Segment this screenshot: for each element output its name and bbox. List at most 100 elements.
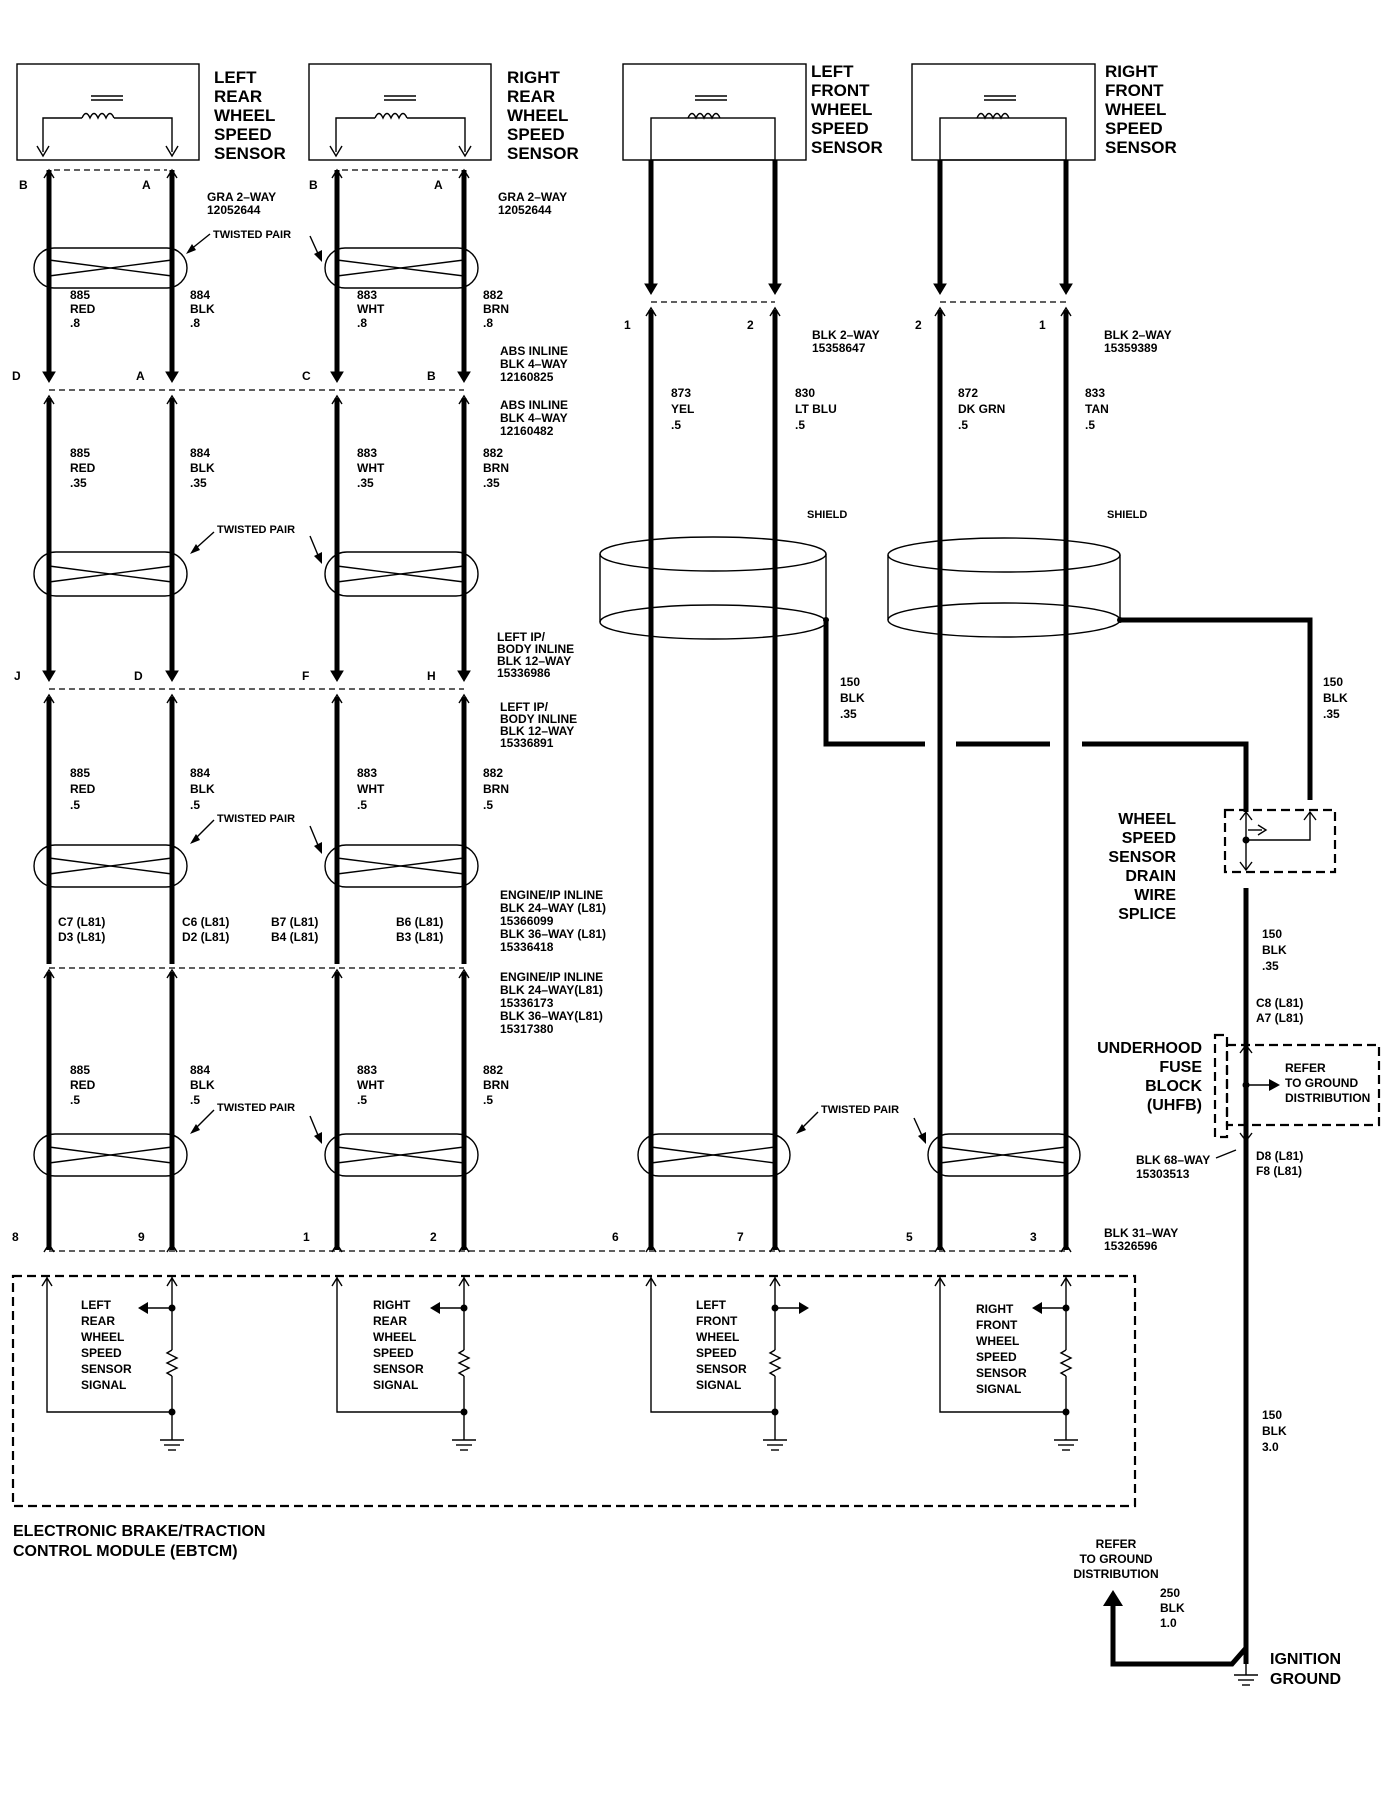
splice-label: DRAIN xyxy=(1125,868,1176,885)
signal-label: WHEEL xyxy=(696,1330,739,1344)
wire-label: BRN xyxy=(483,782,509,796)
pin-label: 8 xyxy=(12,1230,19,1244)
signal-label: REAR xyxy=(81,1314,115,1328)
uhfb-label: FUSE xyxy=(1159,1059,1202,1076)
connector-label: BLK 2–WAY xyxy=(1104,328,1172,342)
wire-label: BRN xyxy=(483,302,509,316)
shield-label: SHIELD xyxy=(807,509,847,521)
wire-label: 884 xyxy=(190,446,210,460)
connector-label: 15336891 xyxy=(500,736,554,750)
sensor-lf-line: WHEEL xyxy=(811,100,872,119)
wire-label: BLK xyxy=(1262,1424,1287,1438)
connector-label: BLK 12–WAY xyxy=(500,724,574,738)
refer-ground-lower: DISTRIBUTION xyxy=(1073,1567,1158,1581)
wire-label: BLK xyxy=(1262,943,1287,957)
connector-label: ABS INLINE xyxy=(500,398,568,412)
splice-label: SPEED xyxy=(1122,830,1176,847)
signal-label: SPEED xyxy=(696,1346,737,1360)
signal-label: SIGNAL xyxy=(81,1378,126,1392)
sensor-left-rear: LEFT REAR WHEEL SPEED SENSOR xyxy=(16,63,286,163)
wire-label: .8 xyxy=(357,316,367,330)
splice-label: WIRE xyxy=(1134,887,1176,904)
connector-label: 12160482 xyxy=(500,424,554,438)
signal-label: RIGHT xyxy=(976,1302,1014,1316)
wire-label: BLK xyxy=(190,782,215,796)
wire-label: RED xyxy=(70,1078,96,1092)
pin-label: 9 xyxy=(138,1230,145,1244)
wire-label: .8 xyxy=(483,316,493,330)
pin-label: D xyxy=(134,669,143,683)
shield-label: SHIELD xyxy=(1107,509,1147,521)
connector-label: 12160825 xyxy=(500,370,554,384)
connector-label: BLK 36–WAY(L81) xyxy=(500,1009,603,1023)
uhfb-pin: C8 (L81) xyxy=(1256,996,1303,1010)
pin-label: 2 xyxy=(915,318,922,332)
twisted-pair-front: TWISTED PAIR xyxy=(637,1104,1081,1177)
sensor-rf-line: WHEEL xyxy=(1105,100,1166,119)
uhfb-label: UNDERHOOD xyxy=(1097,1040,1202,1057)
signal-label: WHEEL xyxy=(976,1334,1019,1348)
drain-wire-splice: WHEEL SPEED SENSOR DRAIN WIRE SPLICE xyxy=(1108,808,1337,923)
wire-label: 3.0 xyxy=(1262,1440,1279,1454)
wire-label: .5 xyxy=(483,1093,493,1107)
sensor-lr-line: SPEED xyxy=(214,125,272,144)
pin-label: C6 (L81) xyxy=(182,915,229,929)
signal-label: WHEEL xyxy=(373,1330,416,1344)
sensor-rr-line: REAR xyxy=(507,87,555,106)
pin-label: 1 xyxy=(1039,318,1046,332)
connector-label: BLK 4–WAY xyxy=(500,357,568,371)
wire-label: LT BLU xyxy=(795,402,837,416)
pin-label: D3 (L81) xyxy=(58,930,105,944)
wire-label: 884 xyxy=(190,288,210,302)
wire-label: 885 xyxy=(70,1063,90,1077)
uhfb-pin: A7 (L81) xyxy=(1256,1011,1303,1025)
pin-label: F xyxy=(302,669,309,683)
uhfb-refer: TO GROUND xyxy=(1285,1076,1358,1090)
wire-label: 150 xyxy=(840,675,860,689)
shield-right: SHIELD xyxy=(887,509,1147,638)
pin-label: 7 xyxy=(737,1230,744,1244)
connector-label: 15358647 xyxy=(812,341,866,355)
twisted-pair-rear-3: TWISTED PAIR xyxy=(33,813,479,888)
connector-dashes xyxy=(49,169,1066,1252)
wire-label: RED xyxy=(70,461,96,475)
wire-label: 150 xyxy=(1262,927,1282,941)
uhfb-pin: D8 (L81) xyxy=(1256,1149,1303,1163)
connector-label: 15366099 xyxy=(500,914,554,928)
wire-label: .35 xyxy=(483,476,500,490)
connector-label: GRA 2–WAY xyxy=(498,190,567,204)
wire-label: .5 xyxy=(357,1093,367,1107)
sensor-rf-line: SENSOR xyxy=(1105,138,1177,157)
connector-label: GRA 2–WAY xyxy=(207,190,276,204)
wire-label: 1.0 xyxy=(1160,1616,1177,1630)
pin-label: 1 xyxy=(624,318,631,332)
module-name: CONTROL MODULE (EBTCM) xyxy=(13,1543,238,1560)
connector-label: 12052644 xyxy=(207,203,261,217)
wire-label: 150 xyxy=(1262,1408,1282,1422)
wire-label: .35 xyxy=(357,476,374,490)
sensor-rr-line: SENSOR xyxy=(507,144,579,163)
wire-label: BLK xyxy=(840,691,865,705)
pin-label: D2 (L81) xyxy=(182,930,229,944)
wire-label: WHT xyxy=(357,1078,385,1092)
ignition-ground-label: IGNITION xyxy=(1270,1651,1341,1668)
connector-label: 15359389 xyxy=(1104,341,1158,355)
uhfb-refer: REFER xyxy=(1285,1061,1326,1075)
twisted-pair-rear-1: TWISTED PAIR xyxy=(33,229,479,289)
uhfb-pin: F8 (L81) xyxy=(1256,1164,1302,1178)
connector-label: BLK 31–WAY xyxy=(1104,1226,1178,1240)
pin-label: A xyxy=(142,178,151,192)
connector-label: 15317380 xyxy=(500,1022,554,1036)
signal-label: SPEED xyxy=(373,1346,414,1360)
wire-label: 830 xyxy=(795,386,815,400)
wire-label: 883 xyxy=(357,446,377,460)
wires-rear xyxy=(46,170,467,1250)
shield-left: SHIELD xyxy=(599,509,847,640)
pin-label: B xyxy=(19,178,28,192)
signal-label: REAR xyxy=(373,1314,407,1328)
ebtcm-module: ELECTRONIC BRAKE/TRACTION CONTROL MODULE… xyxy=(11,1274,1137,1560)
signal-label: FRONT xyxy=(696,1314,738,1328)
wire-label: .5 xyxy=(70,1093,80,1107)
